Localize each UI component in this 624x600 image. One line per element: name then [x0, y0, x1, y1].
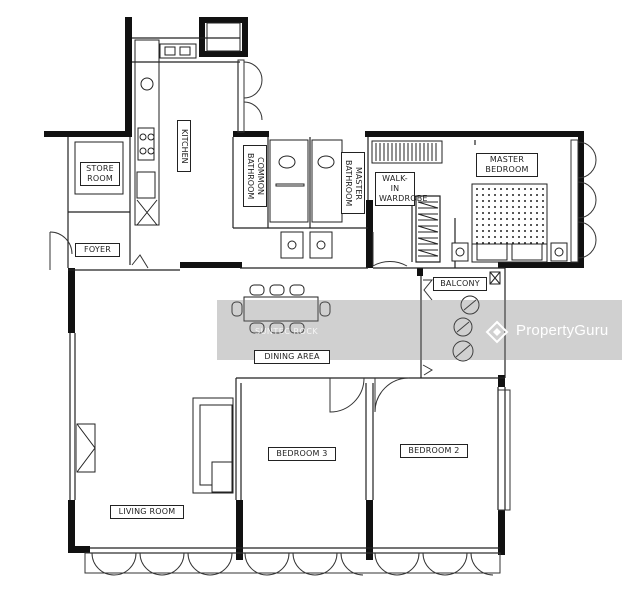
label-balcony: BALCONY — [433, 277, 487, 291]
door-swings — [49, 231, 434, 413]
label-store-room: STORE ROOM — [80, 162, 120, 186]
label-master-bathroom: MASTER BATHROOM — [341, 152, 365, 214]
faint-watermark-text: SUNTEC ROCK — [255, 327, 319, 336]
exterior-walls — [44, 17, 584, 560]
label-kitchen: KITCHEN — [177, 120, 191, 172]
dining-table — [231, 284, 331, 334]
label-dining-area: DINING AREA — [254, 350, 330, 364]
propertyguru-logo-icon — [485, 320, 509, 344]
interior-walls — [67, 37, 506, 554]
label-walk-in-wardrobe: WALK-IN WARDROBE — [375, 172, 427, 206]
bathroom-fixtures — [269, 139, 343, 259]
kitchen-fixtures — [74, 22, 241, 226]
master-bed — [451, 183, 568, 263]
wardrobe-hatch — [371, 140, 443, 257]
label-foyer: FOYER — [75, 243, 120, 257]
propertyguru-brand: PropertyGuru — [516, 322, 609, 339]
windows — [84, 59, 597, 576]
label-living-room: LIVING ROOM — [110, 505, 184, 519]
label-common-bathroom: COMMON BATHROOM — [243, 145, 267, 207]
label-bedroom-2: BEDROOM 2 — [400, 444, 468, 458]
label-bedroom-3: BEDROOM 3 — [268, 447, 336, 461]
living-furniture — [76, 397, 234, 494]
label-master-bedroom: MASTER BEDROOM — [476, 153, 538, 177]
balcony-fixtures — [452, 271, 501, 362]
